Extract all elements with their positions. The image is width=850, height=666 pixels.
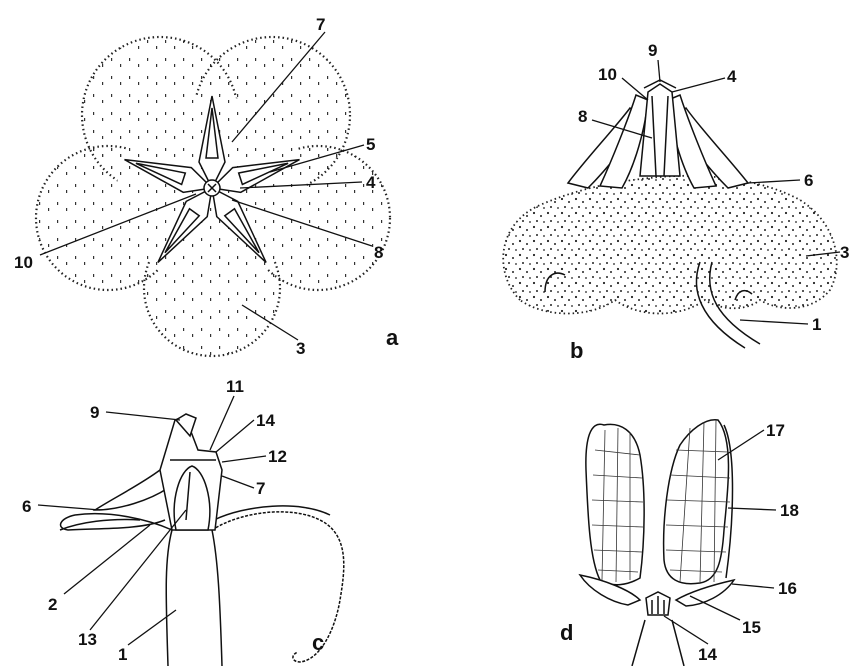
label-c-13: 13: [78, 630, 97, 649]
lobe-left-c: [61, 514, 172, 530]
label-d-16: 16: [778, 579, 797, 598]
lobe-right-c-top: [214, 506, 330, 520]
leader-b-9: [658, 60, 660, 82]
label-b-9: 9: [648, 41, 657, 60]
panel-a: 7 5 4 8 10 3 a: [14, 15, 399, 358]
label-a-3: 3: [296, 339, 305, 358]
leader-d-18: [728, 508, 776, 510]
label-c-6: 6: [22, 497, 31, 516]
panel-letter-b: b: [570, 338, 583, 363]
label-c-14: 14: [256, 411, 275, 430]
stalk-c-left: [166, 530, 172, 666]
label-a-10: 10: [14, 253, 33, 272]
leader-b-1: [740, 320, 808, 324]
corona-horn-c: [95, 470, 168, 510]
panel-b: 9 4 10 8 6 3 1 b: [503, 41, 849, 363]
leader-c-9: [106, 412, 180, 420]
leader-c-1: [128, 610, 176, 645]
label-a-4: 4: [366, 173, 376, 192]
label-c-7: 7: [256, 479, 265, 498]
label-d-18: 18: [780, 501, 799, 520]
label-c-2: 2: [48, 595, 57, 614]
leader-d-16: [732, 584, 774, 588]
panel-letter-d: d: [560, 620, 573, 645]
leader-c-6: [38, 505, 100, 510]
label-c-11: 11: [226, 377, 244, 396]
panel-d: 17 18 16 15 14 d: [560, 420, 799, 666]
pollinium-left-d: [586, 424, 644, 585]
label-c-9: 9: [90, 403, 99, 422]
panel-letter-a: a: [386, 325, 399, 350]
label-b-4: 4: [727, 67, 737, 86]
support-d: [632, 620, 684, 666]
label-c-12: 12: [268, 447, 287, 466]
leader-c-11: [210, 396, 234, 450]
label-a-8: 8: [374, 243, 383, 262]
label-b-6: 6: [804, 171, 813, 190]
label-c-1: 1: [118, 645, 127, 664]
label-b-10: 10: [598, 65, 617, 84]
corona-b: [568, 80, 748, 188]
corolla-b: [503, 176, 837, 314]
leader-d-14: [664, 616, 708, 644]
label-b-8: 8: [578, 107, 587, 126]
label-a-5: 5: [366, 135, 375, 154]
leader-b-4: [672, 78, 725, 92]
stalk-c-right: [212, 530, 222, 666]
leader-b-6: [748, 180, 800, 183]
label-d-15: 15: [742, 618, 761, 637]
pollinium-right-d: [664, 420, 733, 584]
leader-d-15: [690, 596, 740, 620]
leader-c-2: [64, 525, 150, 594]
leader-c-7: [222, 476, 254, 488]
leader-c-12: [222, 456, 266, 462]
panel-c: 9 11 14 12 7 6 2 13 1 c: [22, 377, 344, 666]
label-b-1: 1: [812, 315, 821, 334]
panel-letter-c: c: [312, 630, 324, 655]
label-d-17: 17: [766, 421, 785, 440]
label-a-7: 7: [316, 15, 325, 34]
label-d-14: 14: [698, 645, 717, 664]
label-b-3: 3: [840, 243, 849, 262]
